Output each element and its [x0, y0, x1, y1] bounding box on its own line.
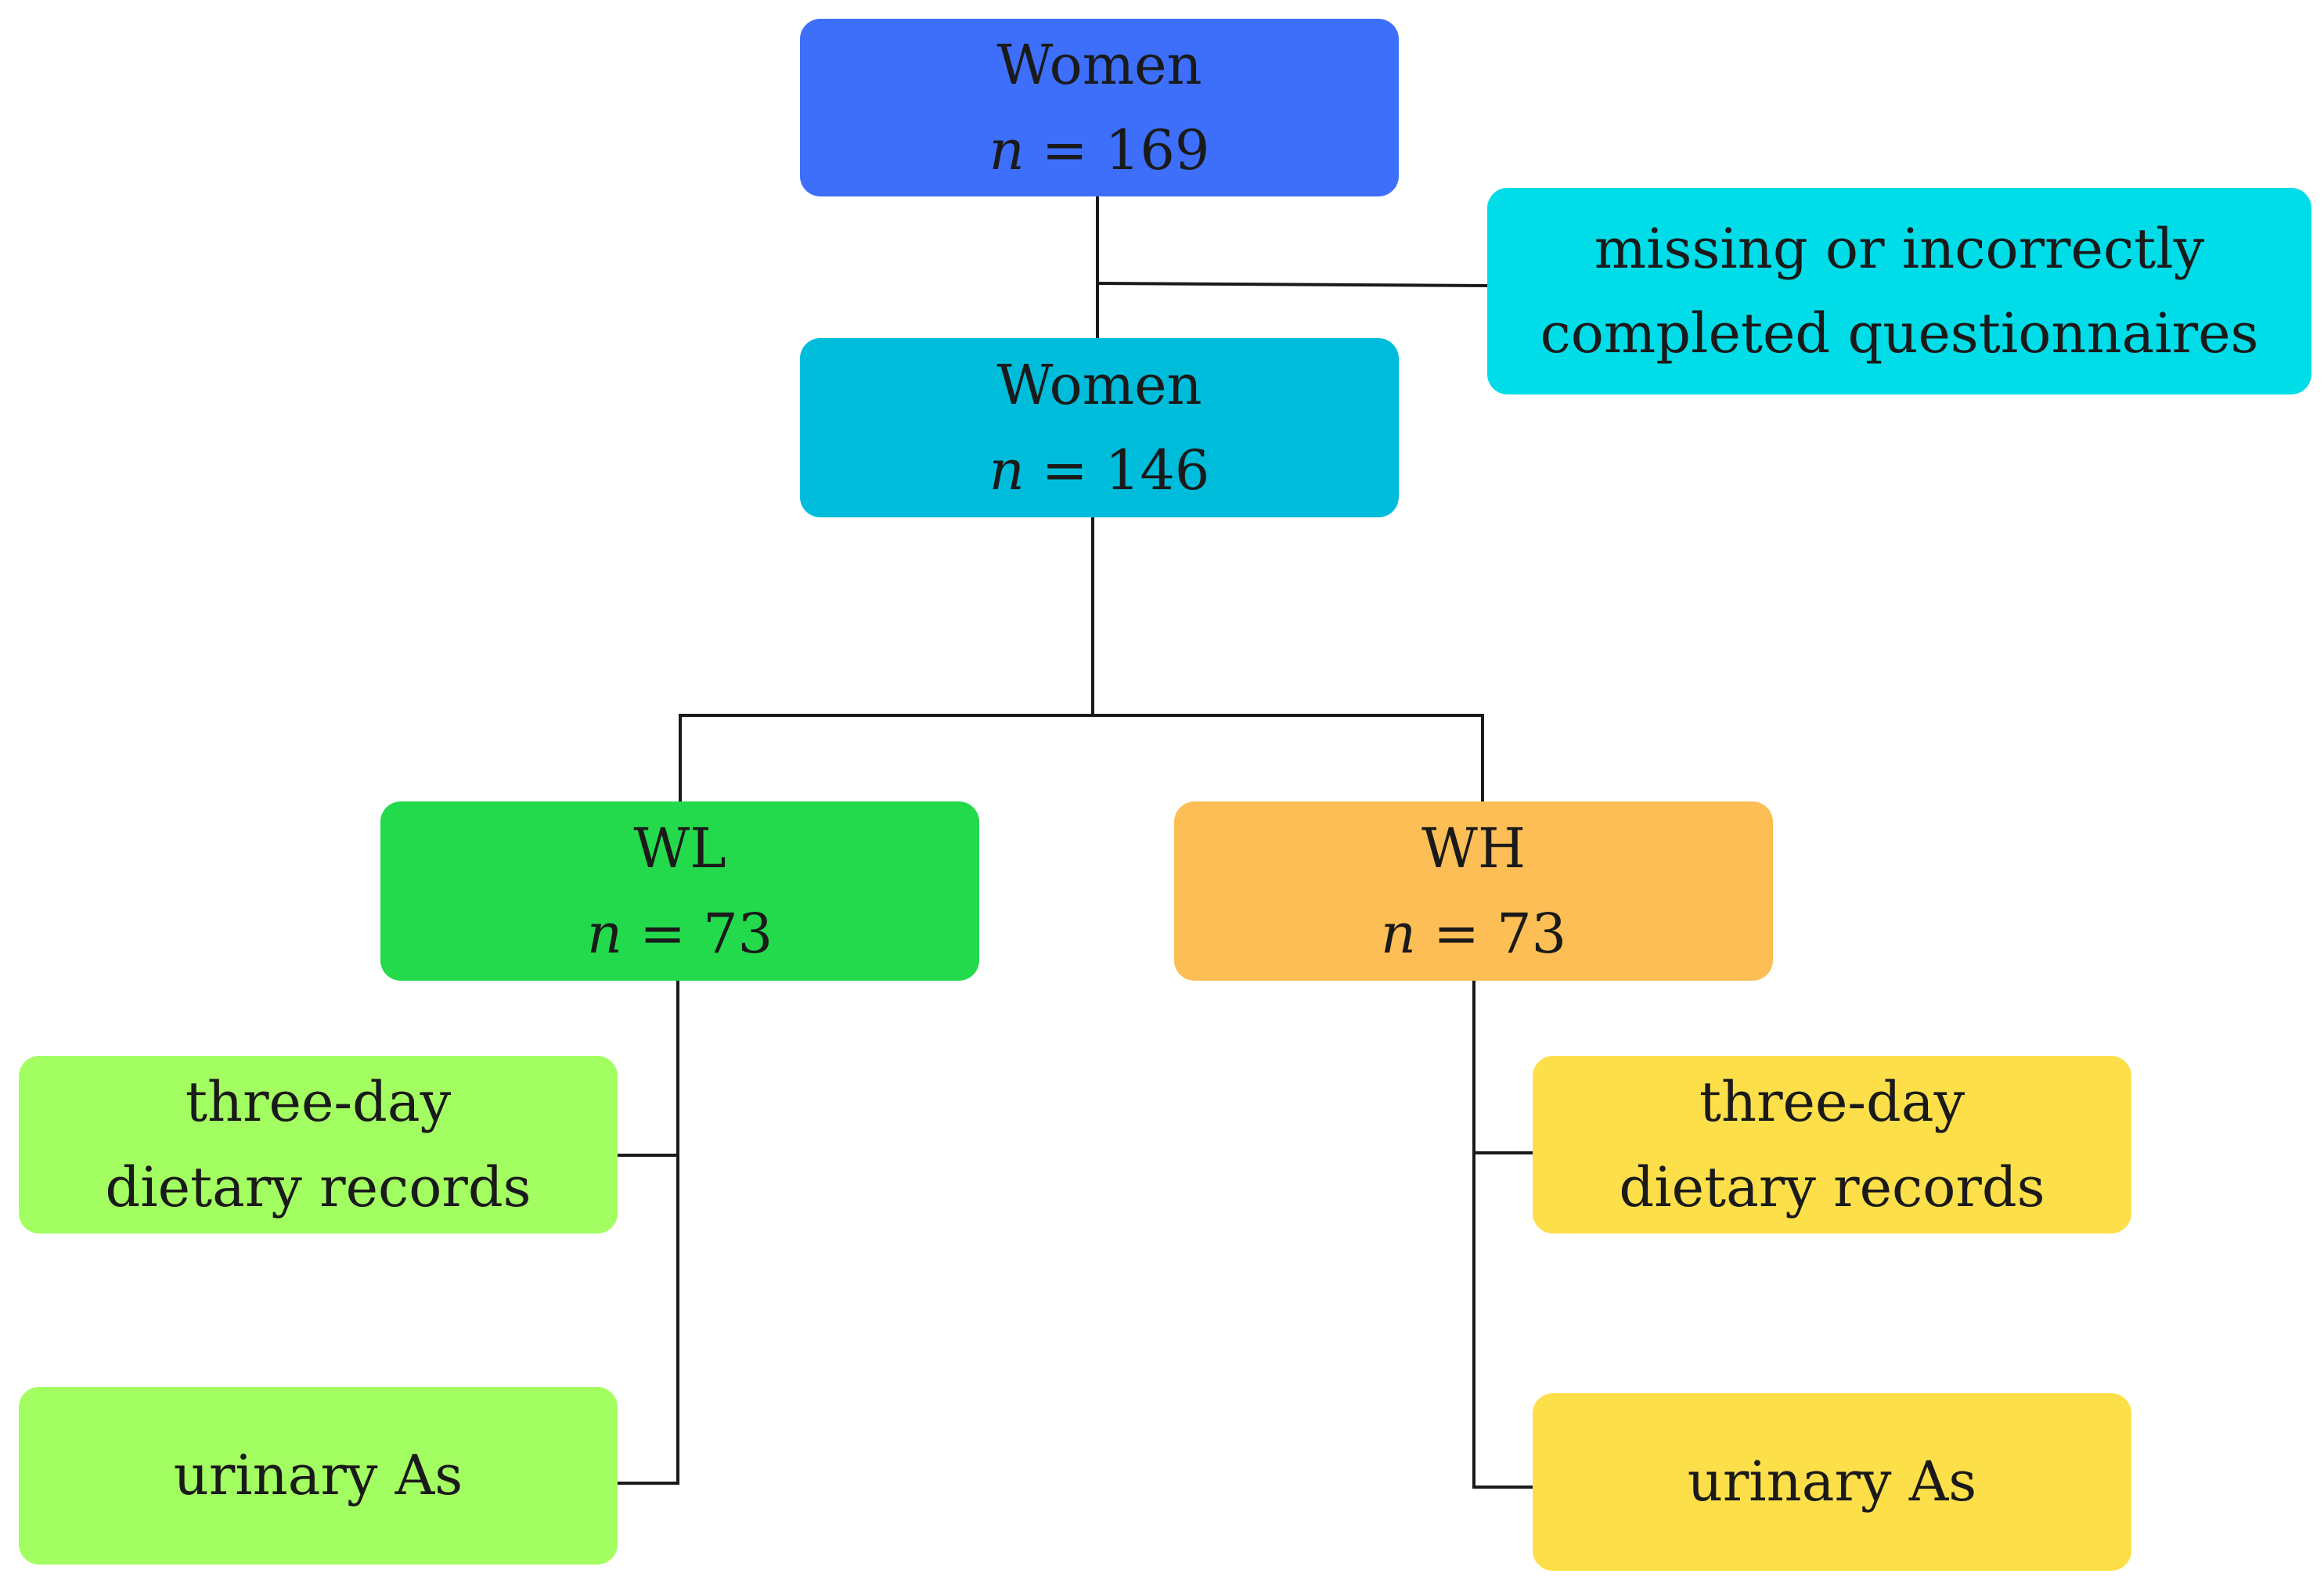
n-value: = 73 — [640, 901, 773, 966]
node-wh-urinary-as: urinary As — [1533, 1393, 2131, 1571]
node-wh-diet-line2: dietary records — [1619, 1154, 2045, 1219]
node-wh-title: WH — [1421, 816, 1526, 881]
node-wl-dietary-records: three-day dietary records — [19, 1056, 618, 1233]
n-value: = 73 — [1433, 901, 1567, 966]
node-wl-diet-line2: dietary records — [105, 1154, 531, 1219]
node-wh-diet-line1: three-day — [1699, 1070, 1965, 1134]
node-women-final-title: Women — [996, 353, 1202, 417]
n-value: = 146 — [1041, 438, 1210, 502]
node-excluded-line2: completed questionnaires — [1540, 301, 2259, 366]
node-women-initial-count: n = 169 — [989, 108, 1210, 193]
node-women-initial: Women n = 169 — [800, 19, 1399, 196]
node-wh-urine-label: urinary As — [1687, 1450, 1977, 1514]
node-women-initial-title: Women — [996, 33, 1202, 97]
n-symbol: n — [1380, 901, 1416, 966]
node-excluded-line1: missing or incorrectly — [1594, 216, 2205, 281]
node-wl-urine-label: urinary As — [173, 1443, 463, 1508]
n-symbol: n — [989, 438, 1025, 502]
node-women-final: Women n = 146 — [800, 338, 1399, 517]
node-excluded: missing or incorrectly completed questio… — [1487, 188, 2311, 394]
node-wh: WH n = 73 — [1174, 801, 1773, 981]
node-wl-urinary-as: urinary As — [19, 1387, 618, 1565]
n-value: = 169 — [1041, 117, 1210, 182]
node-women-final-count: n = 146 — [989, 428, 1210, 513]
node-wl: WL n = 73 — [380, 801, 979, 981]
node-wl-title: WL — [633, 816, 726, 881]
node-wl-diet-line1: three-day — [185, 1070, 452, 1134]
edge-women169-excluded — [1097, 282, 1488, 287]
node-wh-dietary-records: three-day dietary records — [1533, 1056, 2131, 1233]
node-wh-count: n = 73 — [1381, 891, 1566, 977]
node-wl-count: n = 73 — [587, 891, 773, 977]
n-symbol: n — [586, 901, 622, 966]
n-symbol: n — [989, 117, 1025, 182]
